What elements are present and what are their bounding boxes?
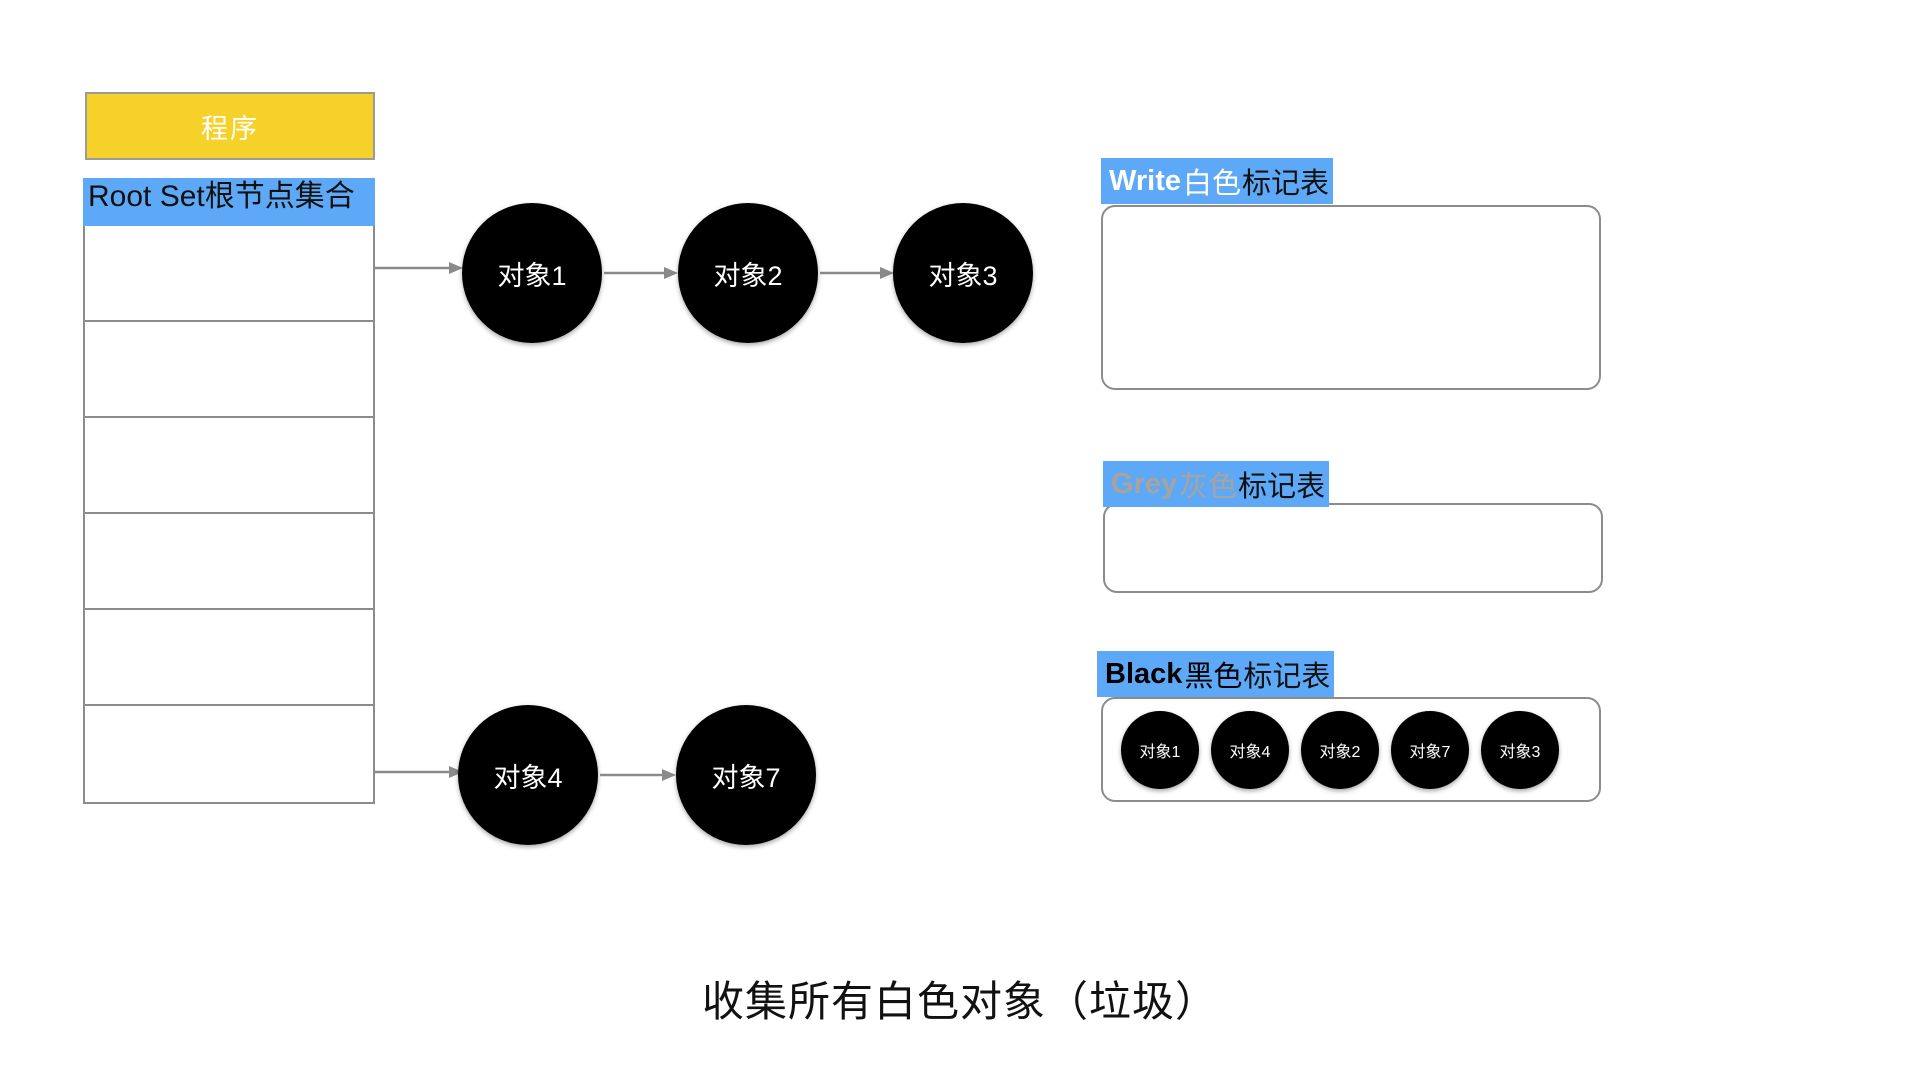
black-list-item[interactable]: 对象4 <box>1211 710 1289 789</box>
node-label: 对象3 <box>928 260 998 291</box>
node-label: 对象1 <box>497 260 567 291</box>
black-item-label: 对象4 <box>1229 743 1271 761</box>
black-list-item[interactable]: 对象7 <box>1391 710 1469 789</box>
black-label-en: Black <box>1105 657 1183 690</box>
table-row <box>85 706 373 802</box>
black-list-item[interactable]: 对象2 <box>1301 710 1379 789</box>
white-mark-table-label: Write 白色 标记表 <box>1101 158 1334 204</box>
arrow-rootset-to-object1 <box>375 262 463 274</box>
black-item-label: 对象2 <box>1319 743 1361 761</box>
diagram-caption: 收集所有白色对象（垃圾） <box>701 978 1218 1025</box>
arrow-rootset-to-object4 <box>375 766 463 778</box>
table-row <box>85 514 373 610</box>
grey-label-cn: 灰色 <box>1179 471 1238 503</box>
table-row <box>85 418 373 514</box>
node-label: 对象2 <box>713 260 783 291</box>
table-row <box>85 610 373 706</box>
table-row <box>85 226 373 322</box>
program-title: 程序 <box>201 113 259 144</box>
root-set-table: Root Set根节点集合 <box>83 178 375 804</box>
black-item-label: 对象1 <box>1139 743 1181 761</box>
black-label-cn: 黑色 <box>1184 661 1243 693</box>
black-list-item[interactable]: 对象3 <box>1481 710 1559 789</box>
black-mark-table-box: 对象1 对象4 对象2 对象7 对象3 <box>1101 697 1601 802</box>
table-row <box>85 322 373 418</box>
grey-label-en: Grey <box>1111 467 1178 500</box>
graph-node-object4[interactable]: 对象4 <box>458 705 598 845</box>
arrow-object4-to-object7 <box>600 769 676 781</box>
root-set-rows <box>83 226 375 804</box>
graph-node-object2[interactable]: 对象2 <box>678 203 818 343</box>
graph-node-object3[interactable]: 对象3 <box>893 203 1033 343</box>
graph-node-object7[interactable]: 对象7 <box>676 705 816 845</box>
white-mark-table-box <box>1101 205 1601 390</box>
node-label: 对象4 <box>493 762 563 793</box>
program-box: 程序 <box>85 92 375 160</box>
white-label-suffix: 标记表 <box>1242 168 1330 200</box>
arrow-object1-to-object2 <box>604 267 678 279</box>
black-item-label: 对象3 <box>1499 743 1541 761</box>
black-item-label: 对象7 <box>1409 743 1451 761</box>
black-label-suffix: 标记表 <box>1243 661 1331 693</box>
grey-mark-table-label: Grey 灰色 标记表 <box>1103 461 1330 507</box>
black-mark-table-label: Black 黑色 标记表 <box>1097 651 1335 697</box>
grey-label-suffix: 标记表 <box>1238 471 1326 503</box>
graph-node-object1[interactable]: 对象1 <box>462 203 602 343</box>
white-label-cn: 白色 <box>1182 168 1241 200</box>
arrow-object2-to-object3 <box>820 267 894 279</box>
black-list-item[interactable]: 对象1 <box>1121 710 1199 789</box>
node-label: 对象7 <box>711 762 781 793</box>
grey-mark-table-box <box>1103 503 1603 593</box>
white-label-en: Write <box>1109 164 1181 197</box>
root-set-header: Root Set根节点集合 <box>83 178 375 226</box>
